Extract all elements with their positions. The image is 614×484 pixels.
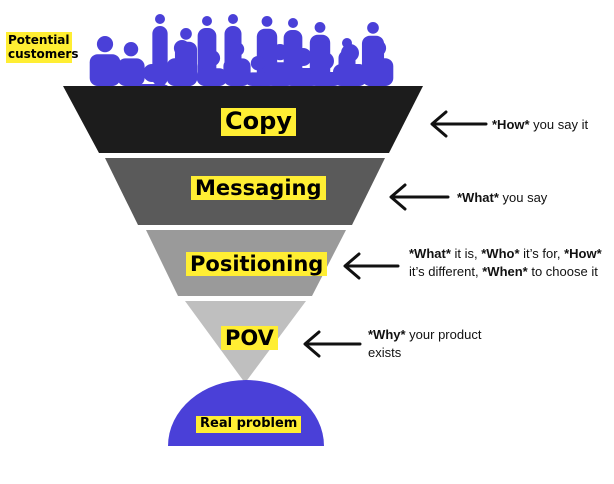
annotation-strong: *Why* — [368, 327, 406, 342]
annotation-strong: *What* — [409, 246, 451, 261]
real-problem-label: Real problem — [196, 416, 302, 433]
person-icon — [117, 42, 145, 86]
annotation-strong: *Who* — [481, 246, 520, 261]
annotation-messaging: *What* you say — [457, 189, 547, 207]
person-icon — [244, 56, 272, 86]
person-icon — [362, 40, 394, 86]
annotation-strong: *How* — [492, 117, 530, 132]
potential-customers-label: Potential customers — [6, 32, 79, 63]
annotation-strong: *How* — [564, 246, 602, 261]
arrow-left-icon — [389, 183, 450, 211]
layer-label-positioning: Positioning — [186, 252, 328, 277]
person-icon — [223, 42, 251, 86]
layer-label-copy: Copy — [221, 107, 296, 136]
annotation-strong: *What* — [457, 190, 499, 205]
arrow-left-icon — [430, 110, 488, 138]
annotation-text: to choose it — [527, 263, 598, 279]
real-problem-dome — [168, 380, 324, 446]
arrow-left-icon — [303, 330, 362, 358]
layer-label-messaging: Messaging — [191, 176, 326, 201]
annotation-text: it is, — [450, 246, 482, 261]
annotation-positioning: *What* it is, *Who* it’s for, *How* it’s… — [409, 245, 609, 281]
person-icon — [89, 36, 121, 86]
annotation-strong: *When* — [482, 263, 528, 279]
annotation-copy: *How* you say it — [492, 116, 588, 134]
annotation-pov: *Why* your product exists — [368, 326, 498, 362]
annotation-text: your product exists — [368, 327, 482, 360]
annotation-text: it’s different, — [409, 263, 483, 279]
layer-label-pov: POV — [221, 326, 278, 351]
arrow-left-icon — [343, 252, 400, 280]
annotation-text: it’s for, — [519, 246, 565, 261]
crowd-group — [89, 14, 394, 92]
annotation-text: you say it — [529, 117, 589, 132]
annotation-text: you say — [498, 190, 548, 205]
person-icon — [196, 50, 228, 86]
person-icon — [166, 40, 198, 86]
person-icon — [333, 44, 367, 86]
